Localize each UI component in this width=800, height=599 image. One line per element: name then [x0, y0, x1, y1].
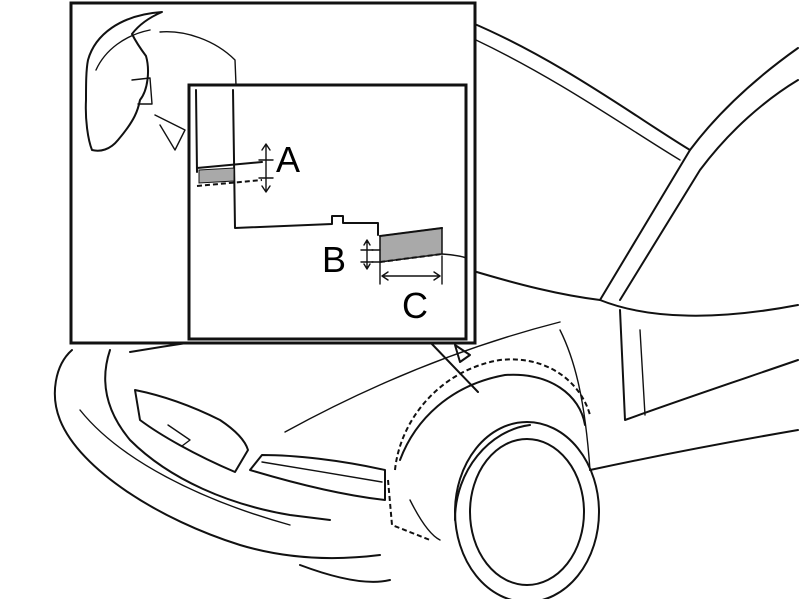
dimension-b — [360, 239, 374, 270]
callout-a: A — [276, 139, 300, 180]
panel-outline — [195, 89, 379, 236]
callout-c: C — [402, 285, 428, 326]
detail-inset: A B C — [69, 1, 477, 345]
highlight-area-a — [198, 167, 235, 184]
callout-b: B — [322, 239, 346, 280]
liner-piece — [84, 11, 163, 152]
dimension-c — [379, 255, 443, 285]
dimension-a — [258, 143, 274, 193]
